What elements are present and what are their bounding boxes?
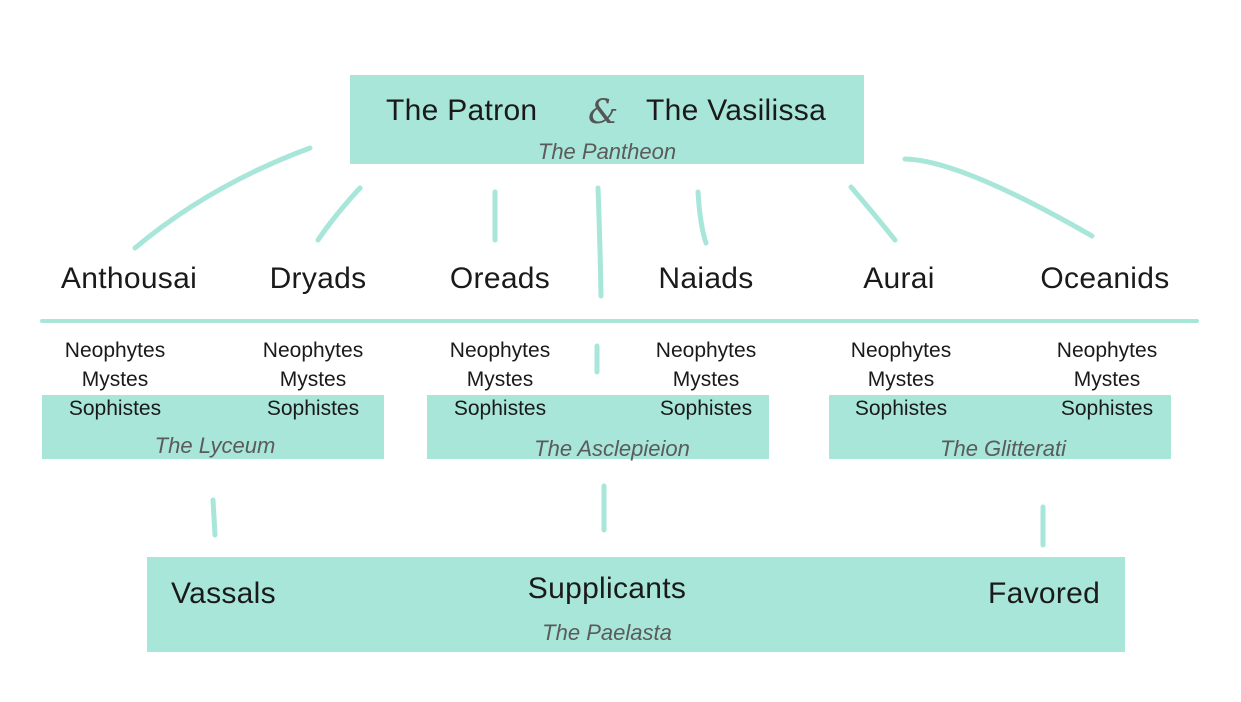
rank-neophytes: Neophytes xyxy=(449,339,551,362)
group-oceanids: Oceanids xyxy=(1040,262,1170,295)
favored-label: Favored xyxy=(988,577,1101,610)
rank-mystes: Mystes xyxy=(867,368,935,391)
group-anthousai: Anthousai xyxy=(60,262,198,295)
ampersand: & xyxy=(588,92,619,132)
ranks-naiads: Neophytes Mystes Sophistes xyxy=(626,336,786,423)
group-aurai: Aurai xyxy=(863,262,935,295)
lyceum-title: The Lyceum xyxy=(154,433,276,458)
connector-center xyxy=(595,185,604,299)
ranks-dryads: Neophytes Mystes Sophistes xyxy=(233,336,393,423)
ranks-oreads: Neophytes Mystes Sophistes xyxy=(420,336,580,423)
vassals-label: Vassals xyxy=(171,577,276,610)
rank-mystes: Mystes xyxy=(466,368,534,391)
connector-lyceum xyxy=(210,497,218,538)
rank-sophistes: Sophistes xyxy=(854,397,948,420)
group-naiads: Naiads xyxy=(658,262,754,295)
patron-label: The Patron xyxy=(386,94,538,127)
ranks-oceanids: Neophytes Mystes Sophistes xyxy=(1027,336,1187,423)
rank-mystes: Mystes xyxy=(279,368,347,391)
rank-neophytes: Neophytes xyxy=(850,339,952,362)
connector-aurai xyxy=(848,184,898,243)
rank-sophistes: Sophistes xyxy=(453,397,547,420)
asclepieion-title: The Asclepieion xyxy=(534,436,690,461)
rank-neophytes: Neophytes xyxy=(655,339,757,362)
connector-oceanids xyxy=(902,156,1095,239)
rank-mystes: Mystes xyxy=(1073,368,1141,391)
pantheon-box xyxy=(350,75,864,164)
rank-neophytes: Neophytes xyxy=(262,339,364,362)
group-dryads: Dryads xyxy=(269,262,367,295)
rank-sophistes: Sophistes xyxy=(659,397,753,420)
supplicants-label: Supplicants xyxy=(527,572,687,605)
group-oreads: Oreads xyxy=(449,262,551,295)
rank-mystes: Mystes xyxy=(81,368,149,391)
rank-neophytes: Neophytes xyxy=(1056,339,1158,362)
asclepieion-box xyxy=(427,395,769,459)
paelasta-title: The Paelasta xyxy=(542,620,672,645)
rank-sophistes: Sophistes xyxy=(68,397,162,420)
ranks-anthousai: Neophytes Mystes Sophistes xyxy=(35,336,195,423)
pantheon-title: The Pantheon xyxy=(537,139,677,164)
glitterati-box xyxy=(829,395,1171,459)
ranks-aurai: Neophytes Mystes Sophistes xyxy=(821,336,981,423)
connector-naiads xyxy=(695,189,709,246)
rank-neophytes: Neophytes xyxy=(64,339,166,362)
paelasta-box xyxy=(147,557,1125,652)
rank-sophistes: Sophistes xyxy=(266,397,360,420)
lyceum-box xyxy=(42,395,384,459)
connector-dryads xyxy=(315,185,363,243)
vasilissa-label: The Vasilissa xyxy=(646,94,827,127)
rank-sophistes: Sophistes xyxy=(1060,397,1154,420)
glitterati-title: The Glitterati xyxy=(940,436,1066,461)
rank-mystes: Mystes xyxy=(672,368,740,391)
connector-anthousai xyxy=(132,145,313,251)
